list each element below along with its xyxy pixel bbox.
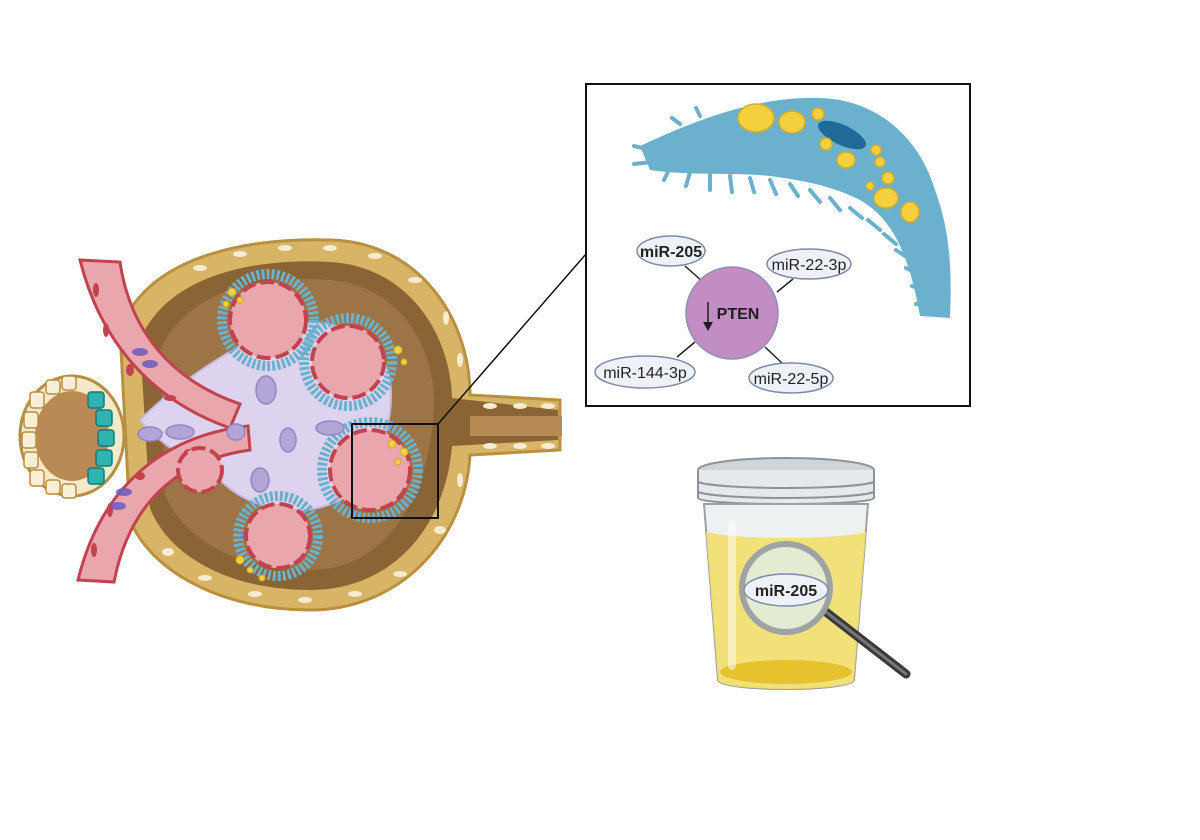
zoom-connector-line	[437, 253, 587, 425]
mirna-node-mir-22-3p: miR-22-3p	[766, 248, 852, 280]
podocyte-cell	[632, 97, 951, 319]
pten-label: PTEN	[717, 306, 760, 323]
pten-node: PTEN	[685, 266, 779, 360]
mirna-label: miR-205	[640, 244, 702, 261]
glomerulus-illustration	[18, 238, 587, 612]
urine-mirna-node: miR-205	[743, 573, 829, 607]
mirna-label: miR-144-3p	[603, 365, 687, 382]
mirna-node-mir-22-5p: miR-22-5p	[748, 362, 834, 394]
capillary-loops	[176, 269, 423, 582]
mirna-label: miR-22-5p	[754, 371, 829, 388]
inset-panel: PTEN miR-205 miR-22-3p miR-144-3p miR-22…	[585, 83, 971, 407]
zoom-region-box	[351, 423, 439, 519]
mirna-node-mir-144-3p: miR-144-3p	[594, 355, 696, 389]
mirna-label: miR-22-3p	[772, 257, 847, 274]
mesangial-cells	[137, 375, 345, 493]
arterioles	[76, 258, 252, 584]
urine-sample-cup: miR-205	[697, 457, 911, 690]
urine-mirna-label: miR-205	[755, 583, 817, 600]
down-arrow-icon	[703, 302, 713, 331]
distal-tubule-cross-section	[18, 374, 126, 499]
mirna-node-mir-205: miR-205	[636, 235, 706, 267]
